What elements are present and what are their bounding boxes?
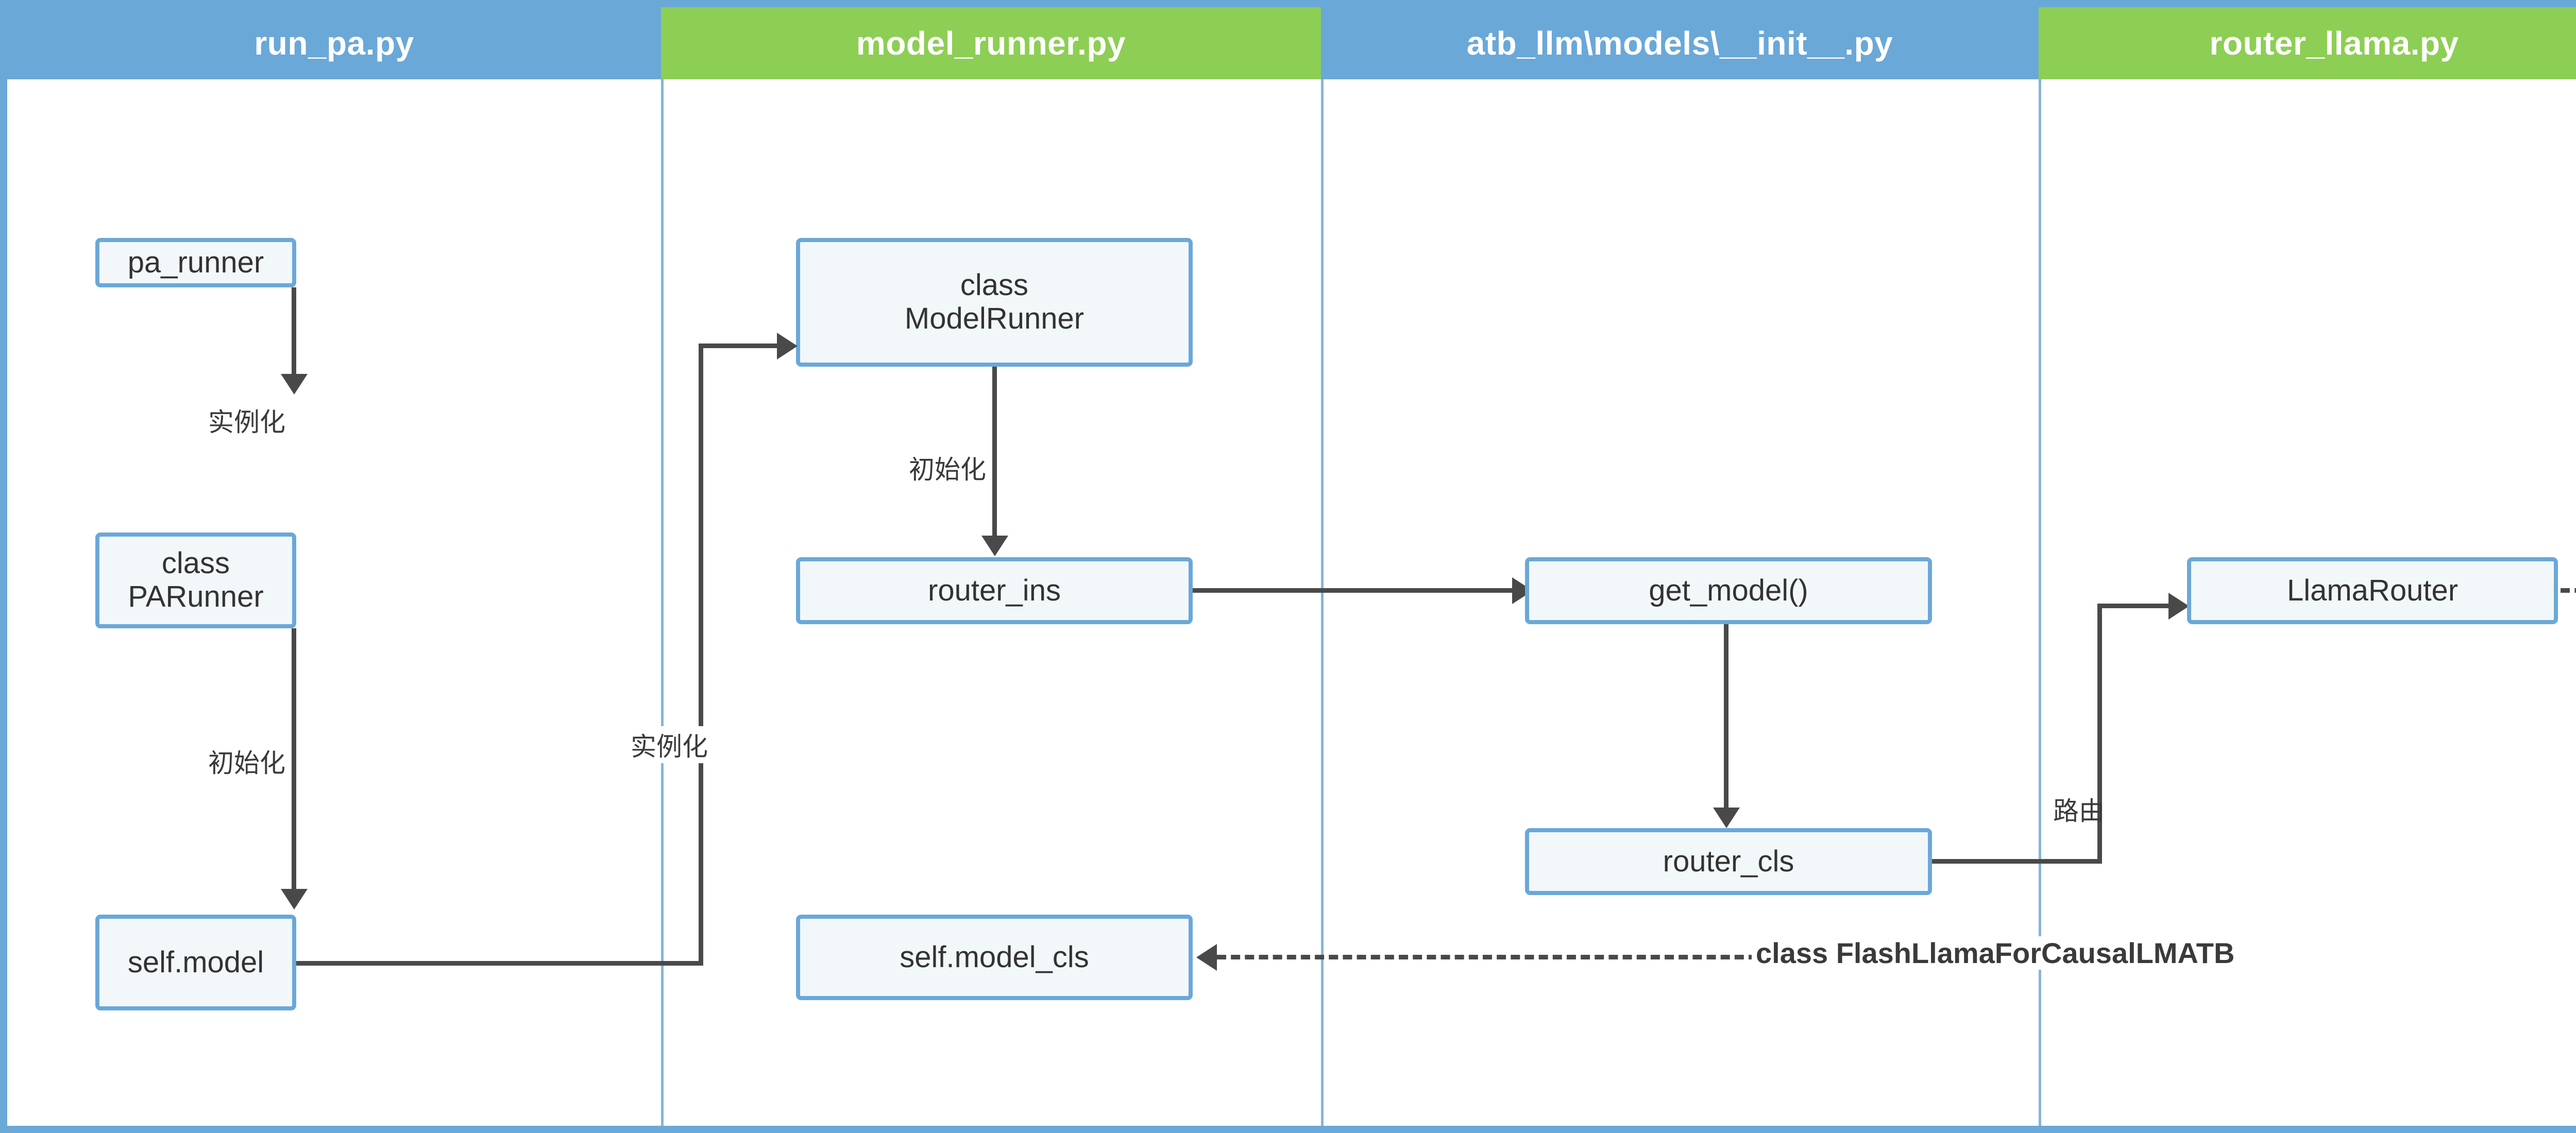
lane-header-run-pa[interactable]: run_pa.py — [7, 7, 661, 79]
node-label: pa_runner — [127, 245, 264, 279]
edge-route-seg-h1 — [1932, 859, 2102, 864]
edge-instantiate-arrowhead — [281, 374, 308, 394]
edge-instantiate2-seg-h2 — [699, 344, 782, 348]
node-class-parunner[interactable]: class PARunner — [95, 533, 296, 628]
edge-route-arrowhead — [2168, 593, 2189, 620]
node-label: self.model_cls — [900, 940, 1089, 974]
edge-initialize-arrowhead — [281, 889, 308, 909]
node-label: LlamaRouter — [2286, 573, 2459, 607]
edge-initialize2-arrowhead — [981, 536, 1008, 556]
edge-label-instantiate-1: 实例化 — [205, 402, 289, 439]
edge-instantiate2-seg-h1 — [296, 961, 703, 966]
edge-flash-llama-arrowhead — [1196, 944, 1217, 971]
node-label: class ModelRunner — [904, 268, 1084, 335]
edge-get-model-to-router-cls-arrowhead — [1713, 808, 1740, 828]
lane-header-router-llama[interactable]: router_llama.py — [2039, 7, 2576, 79]
lane-header-label: router_llama.py — [2209, 25, 2459, 62]
node-self-model[interactable]: self.model — [95, 915, 296, 1010]
edge-route-seg-h2 — [2097, 604, 2174, 608]
edge-label-flash-llama-class: class FlashLlamaForCausalLMATB — [1752, 936, 2239, 970]
edge-instantiate2-arrowhead — [777, 333, 798, 359]
edge-label-initialize-2: 初始化 — [906, 449, 989, 486]
lane-separator-2 — [1321, 79, 1324, 1126]
node-label: self.model — [127, 945, 264, 979]
edge-flash-llama-dash-left — [1217, 955, 1758, 959]
edge-instantiate2-seg-v — [699, 344, 703, 964]
node-pa-runner[interactable]: pa_runner — [95, 238, 296, 287]
lane-header-label: run_pa.py — [254, 25, 414, 62]
node-router-cls[interactable]: router_cls — [1525, 828, 1932, 895]
lane-header-label: model_runner.py — [856, 25, 1126, 62]
lane-separator-3 — [2039, 79, 2041, 1126]
node-router-ins[interactable]: router_ins — [796, 557, 1193, 624]
node-label: get_model() — [1649, 573, 1808, 607]
lane-header-model-runner[interactable]: model_runner.py — [661, 7, 1321, 79]
edge-initialize2-line — [992, 367, 997, 538]
node-class-modelrunner[interactable]: class ModelRunner — [796, 238, 1193, 367]
lane-separator-1 — [661, 79, 664, 1126]
lane-header-init[interactable]: atb_llm\models\__init__.py — [1321, 7, 2039, 79]
edge-inherit-dash-left — [2561, 588, 2576, 593]
edge-initialize-line — [292, 628, 296, 891]
edge-route-seg-v — [2097, 604, 2102, 862]
node-get-model[interactable]: get_model() — [1525, 557, 1932, 624]
node-self-model-cls[interactable]: self.model_cls — [796, 915, 1193, 1000]
edge-label-route: 路由 — [2053, 797, 2105, 826]
edge-instantiate-line — [292, 287, 296, 376]
node-label: class PARunner — [128, 546, 264, 613]
node-llama-router[interactable]: LlamaRouter — [2187, 557, 2558, 624]
node-label: router_ins — [928, 573, 1061, 607]
edge-label-instantiate-2: 实例化 — [628, 726, 711, 763]
edge-get-model-to-router-cls-line — [1724, 624, 1728, 810]
edge-router-ins-to-get-model-line — [1193, 588, 1517, 593]
edge-label-initialize-1: 初始化 — [205, 743, 289, 780]
node-label: router_cls — [1663, 844, 1794, 878]
lane-header-label: atb_llm\models\__init__.py — [1466, 25, 1893, 62]
